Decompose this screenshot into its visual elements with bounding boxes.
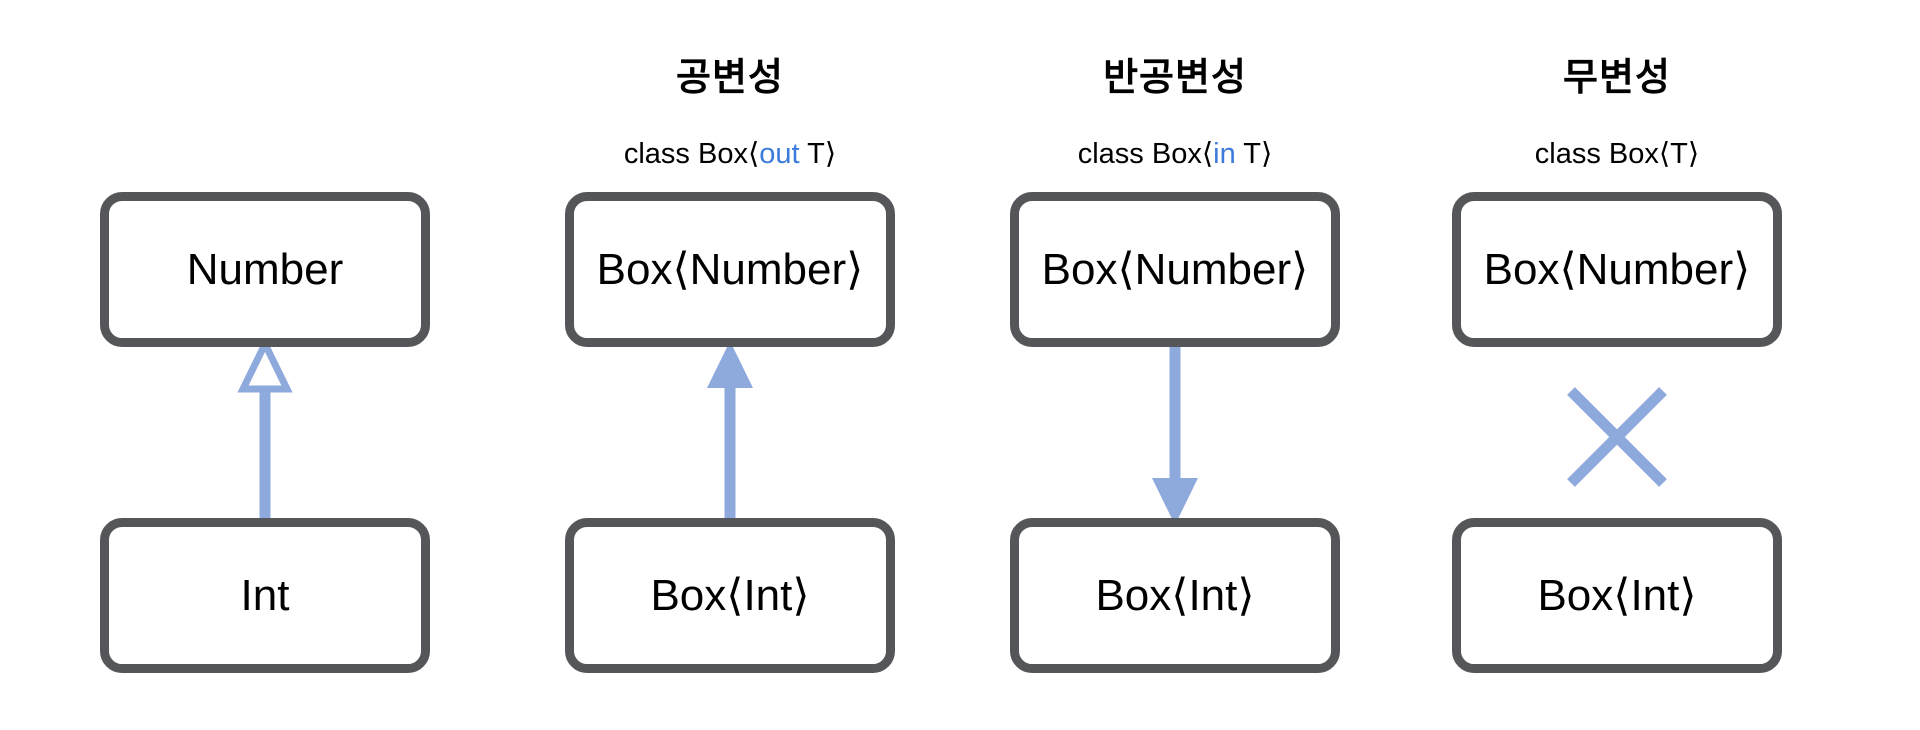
type-box-box-int: Box⟨Int⟩ [1452,518,1782,673]
type-box-box-int: Box⟨Int⟩ [565,518,895,673]
class-declaration: class Box⟨out T⟩ [565,136,895,171]
type-box-box-number: Box⟨Number⟩ [1452,192,1782,347]
column-inheritance: Number Int [100,0,430,730]
type-box-number: Number [100,192,430,347]
class-decl-prefix: class Box⟨ [623,138,760,170]
column-header: 무변성 [1563,57,1671,99]
class-decl-keyword: in [1213,138,1236,170]
class-declaration: class Box⟨in T⟩ [1010,136,1340,171]
class-decl-suffix: T⟩ [799,138,837,170]
class-decl-prefix: class Box⟨ [1077,138,1214,170]
cross-x-icon [1567,387,1667,487]
type-box-box-number: Box⟨Number⟩ [565,192,895,347]
class-decl-prefix: class Box⟨T⟩ [1534,138,1700,170]
column-covariance: 공변성 class Box⟨out T⟩ Box⟨Number⟩ Box⟨Int… [565,0,895,730]
class-decl-suffix: T⟩ [1235,138,1273,170]
type-box-box-number: Box⟨Number⟩ [1010,192,1340,347]
solid-arrow-up-icon [707,341,753,524]
class-declaration: class Box⟨T⟩ [1452,136,1782,171]
column-header: 공변성 [676,57,784,99]
class-decl-keyword: out [759,138,800,170]
solid-arrow-down-icon [1152,342,1198,525]
column-contravariance: 반공변성 class Box⟨in T⟩ Box⟨Number⟩ Box⟨Int… [1010,0,1340,730]
type-box-int: Int [100,518,430,673]
column-header: 반공변성 [1103,57,1247,99]
column-invariance: 무변성 class Box⟨T⟩ Box⟨Number⟩ Box⟨Int⟩ [1452,0,1782,730]
type-box-box-int: Box⟨Int⟩ [1010,518,1340,673]
hollow-arrow-up-icon [237,340,293,524]
